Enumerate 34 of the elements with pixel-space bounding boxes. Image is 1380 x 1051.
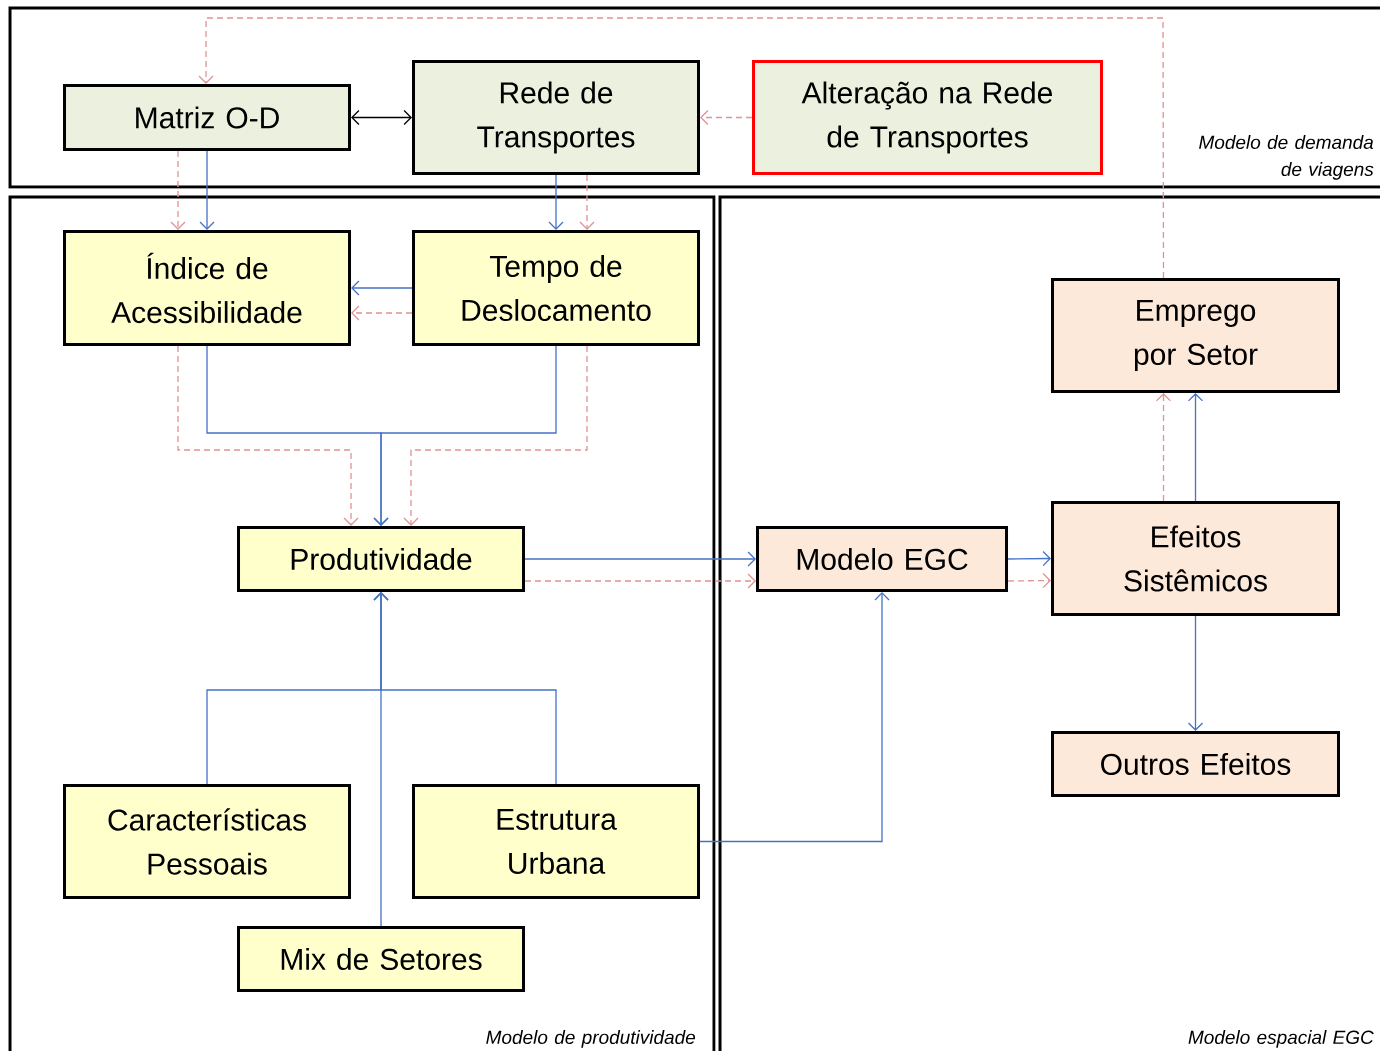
process-box: Produtividade [237,526,525,592]
process-box: Efeitos Sistêmicos [1051,501,1340,616]
process-box: Estrutura Urbana [412,784,700,899]
arrow [351,280,413,296]
arrow [700,109,753,126]
process-box: Alteração na Rede de Transportes [752,60,1103,175]
arrow [1187,393,1204,502]
arrow [1007,572,1051,589]
arrow [351,305,413,321]
process-box: Índice de Acessibilidade [63,230,351,346]
process-box: Matriz O-D [63,84,351,151]
arrow [524,573,756,589]
arrow [403,345,588,526]
process-box: Características Pessoais [63,784,351,899]
process-box: Mix de Setores [237,926,525,992]
arrow [1007,550,1051,567]
arrow [373,345,557,526]
arrow [524,551,756,567]
process-box: Emprego por Setor [1051,278,1340,393]
arrow [548,174,564,230]
process-box: Outros Efeitos [1051,731,1340,797]
process-box: Tempo de Deslocamento [412,230,700,346]
arrow [1155,393,1172,502]
arrow [170,150,186,230]
arrow [699,592,890,843]
arrow [1187,615,1204,731]
arrow [199,150,215,230]
arrow [177,345,359,526]
arrow [579,174,595,230]
arrow [198,17,1165,279]
process-box: Modelo EGC [756,526,1008,592]
process-box: Rede de Transportes [412,60,700,175]
arrow [351,109,412,126]
arrow [373,592,389,927]
